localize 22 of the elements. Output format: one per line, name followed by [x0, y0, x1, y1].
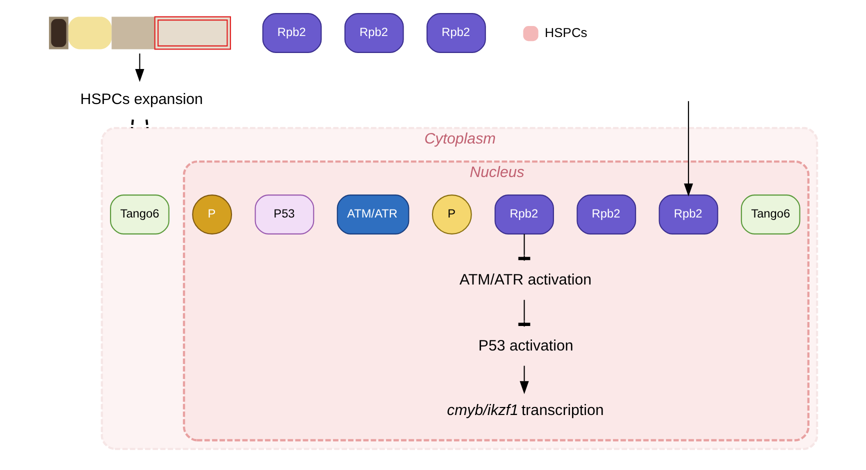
node-text: cmyb/ikzf1 transcription — [447, 402, 604, 420]
connector — [145, 119, 149, 128]
node-box: ATM/ATR — [336, 194, 410, 234]
connector — [130, 119, 134, 128]
arrow — [135, 54, 144, 82]
node-circle: P — [432, 194, 472, 234]
arrow — [520, 366, 529, 394]
node-box: Rpb2 — [344, 13, 404, 53]
node-box: Tango6 — [110, 194, 170, 234]
legend-label: HSPCs — [544, 24, 588, 40]
node-text: P53 activation — [478, 337, 574, 354]
node-box: Rpb2 — [576, 194, 636, 234]
node-box: Rpb2 — [262, 13, 322, 53]
node-text: ATM/ATR activation — [459, 271, 592, 288]
node-box: Tango6 — [740, 194, 800, 234]
node-box: Rpb2 — [658, 194, 718, 234]
node-text: HSPCs expansion — [80, 90, 203, 108]
node-circle: P — [192, 194, 232, 234]
arrow — [684, 101, 694, 196]
node-box: Rpb2 — [494, 194, 554, 234]
node-box: Rpb2 — [426, 13, 486, 53]
node-box: P53 — [254, 194, 314, 234]
